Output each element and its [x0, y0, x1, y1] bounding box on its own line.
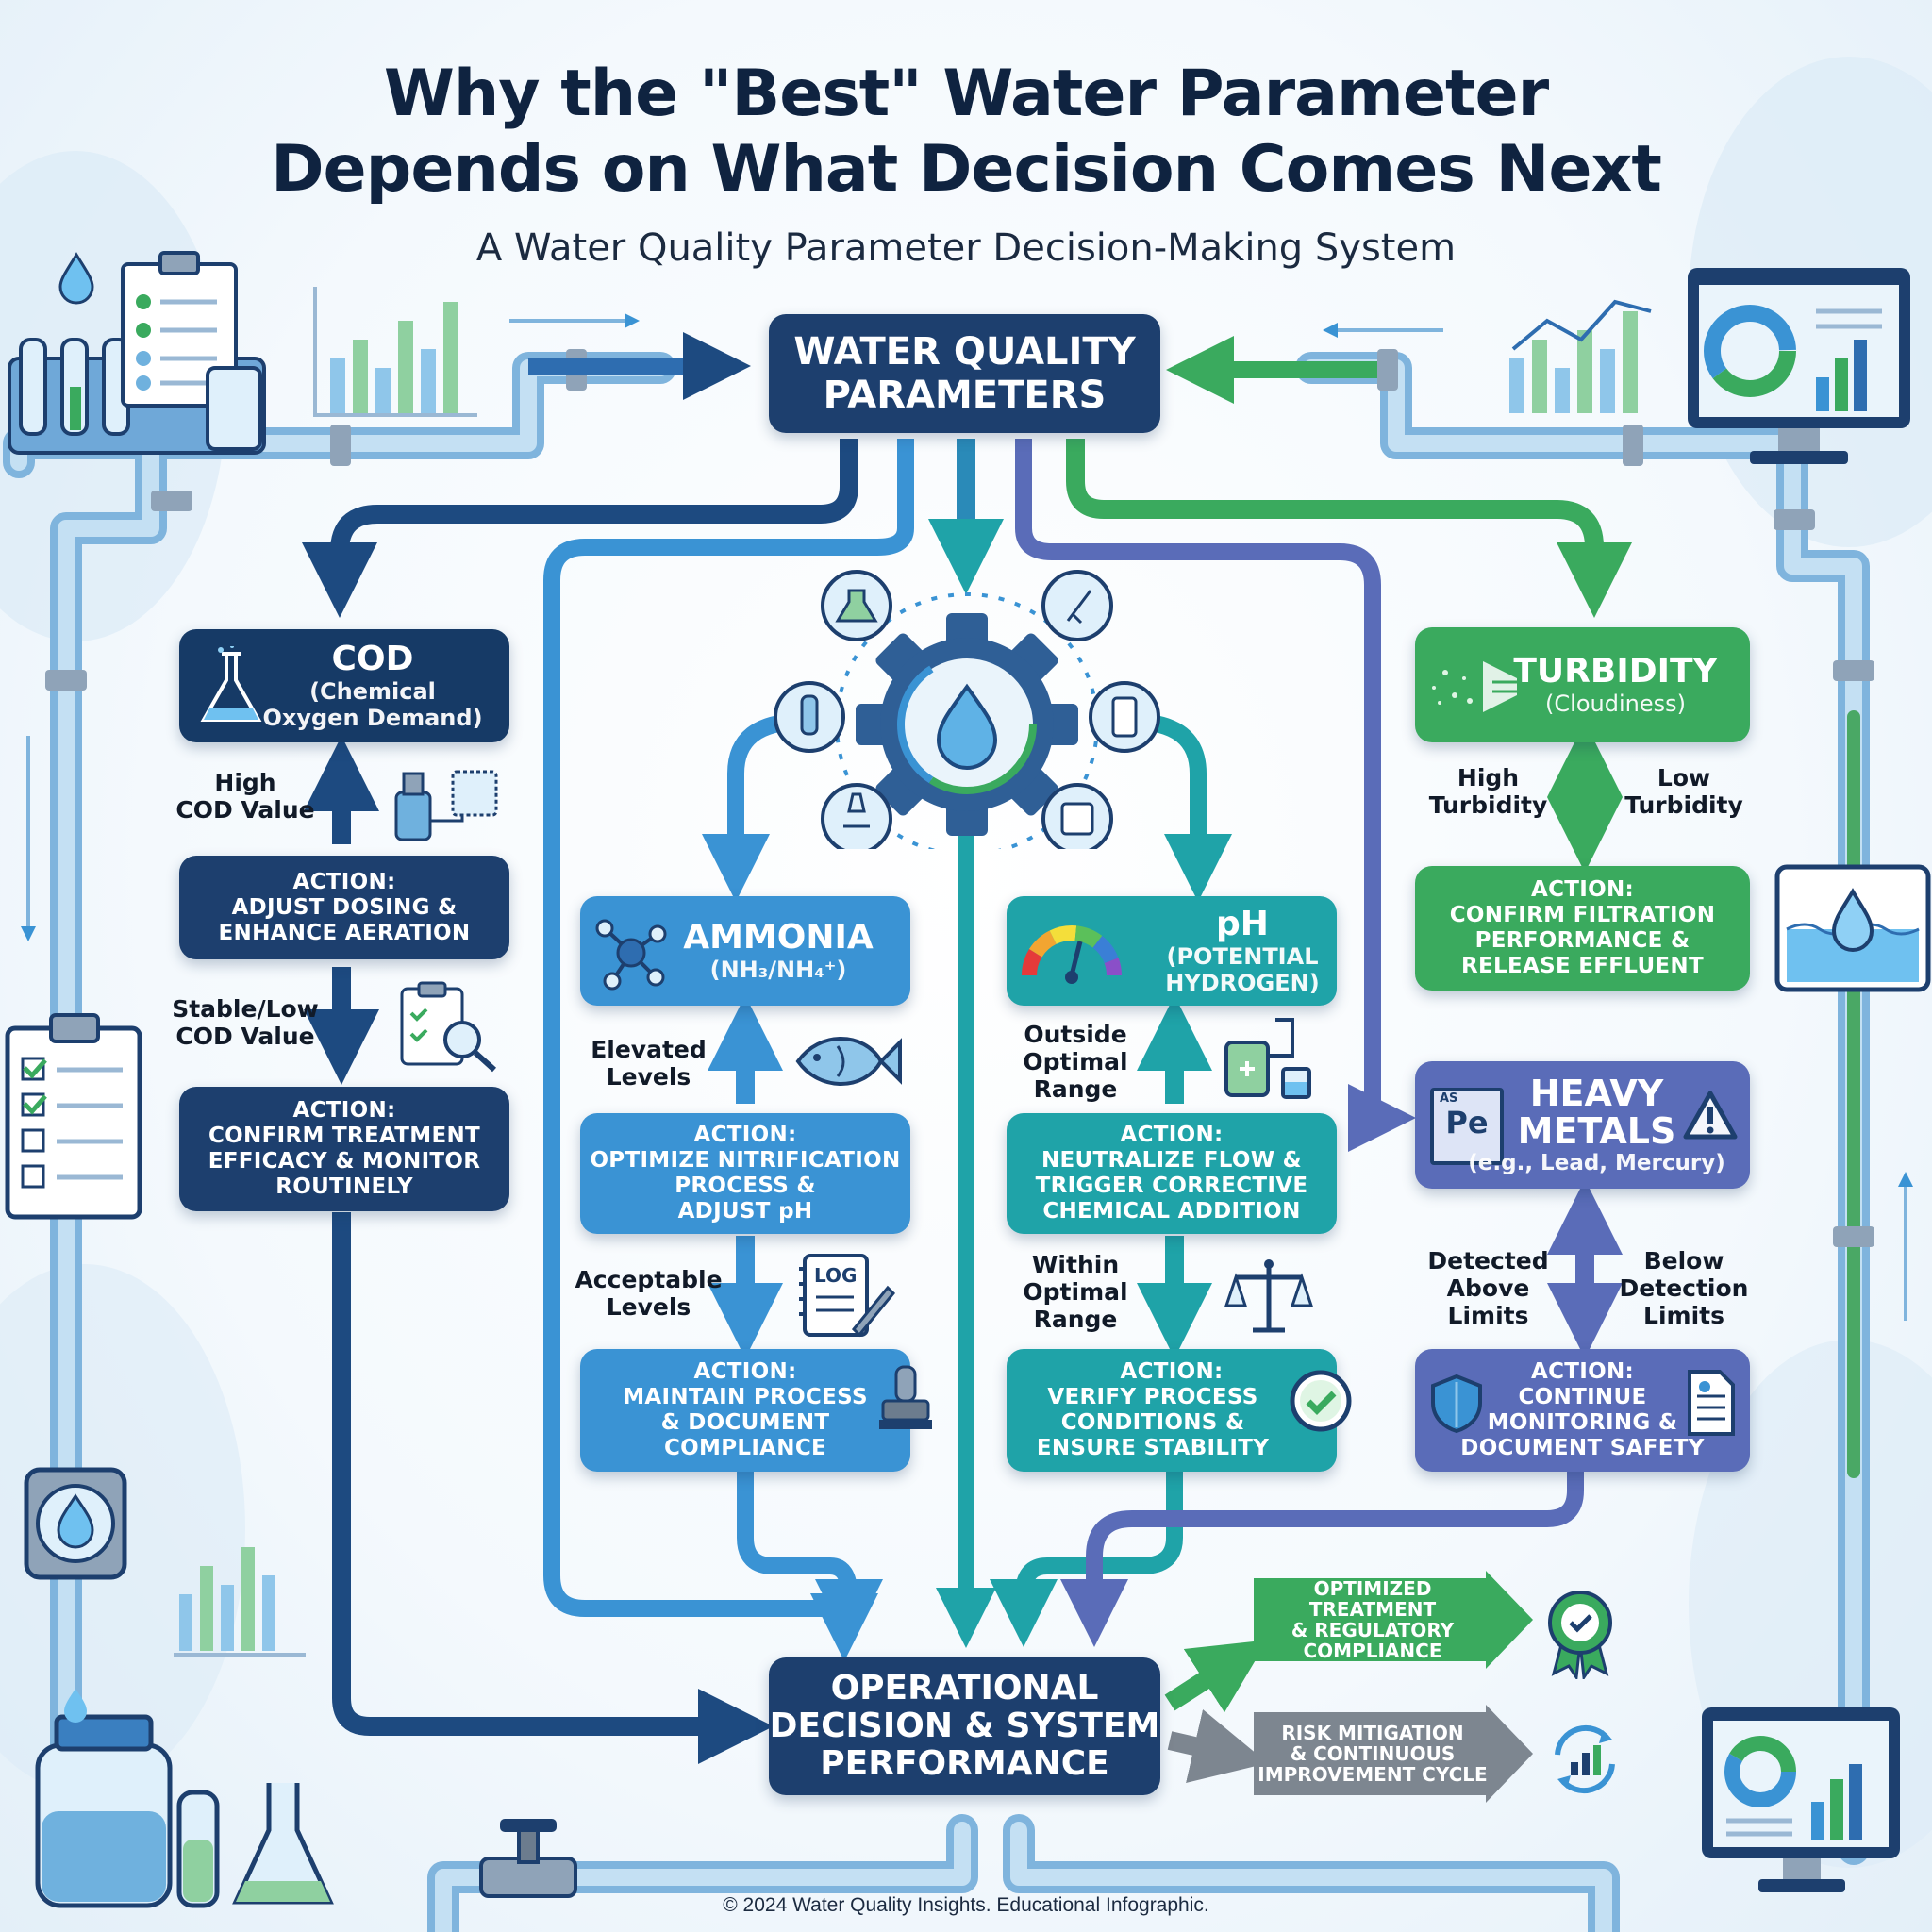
bottom-node-line-2: DECISION & SYSTEM [769, 1707, 1160, 1745]
bottom-node-line-3: PERFORMANCE [820, 1744, 1109, 1783]
ph-subtitle-2: HYDROGEN) [1165, 970, 1320, 996]
outcome-risk-mitigation: RISK MITIGATION & CONTINUOUS IMPROVEMENT… [1257, 1722, 1488, 1786]
cod-action-1-head: ACTION: [292, 869, 396, 894]
metals-action-text: CONTINUE MONITORING & DOCUMENT SAFETY [1460, 1385, 1705, 1460]
ammonia-action-maintain: ACTION: MAINTAIN PROCESS & DOCUMENT COMP… [580, 1349, 910, 1472]
checkmark-icon [1288, 1368, 1354, 1439]
fish-icon [791, 1024, 904, 1104]
clipboard-checklist-icon [5, 1013, 142, 1220]
heavy-metals-header: AS Pe HEAVY METALS (e.g., Lead, Mercury) [1415, 1061, 1750, 1189]
stamp-icon [877, 1363, 934, 1443]
warning-icon [1682, 1090, 1739, 1146]
ph-within-label: Within Optimal Range [1023, 1251, 1128, 1333]
bottom-node-line-1: OPERATIONAL [830, 1669, 1099, 1707]
ph-subtitle-1: (POTENTIAL [1166, 943, 1319, 970]
footer-copyright: © 2024 Water Quality Insights. Education… [723, 1894, 1209, 1916]
line-chart-decor-right [1509, 299, 1652, 413]
metals-below-label: Below Detection Limits [1619, 1247, 1749, 1329]
cod-high-label: High COD Value [175, 769, 315, 824]
logbook-icon: LOG [797, 1250, 896, 1344]
water-quality-parameters-node: WATER QUALITY PARAMETERS [769, 314, 1160, 433]
central-gear-hub [774, 570, 1160, 849]
lab-bench-icon [8, 251, 266, 455]
turbidity-high-label: High Turbidity [1428, 764, 1548, 819]
subtitle: A Water Quality Parameter Decision-Makin… [475, 226, 1457, 270]
ph-action-1-text: NEUTRALIZE FLOW & TRIGGER CORRECTIVE CHE… [1035, 1148, 1308, 1224]
turbidity-header: TURBIDITY (Cloudiness) [1415, 627, 1750, 742]
cod-stable-label: Stable/Low COD Value [172, 995, 319, 1050]
cod-subtitle-2: Oxygen Demand) [262, 705, 483, 731]
cod-action-1-text: ADJUST DOSING & ENHANCE AERATION [218, 894, 471, 945]
heavy-metals-title-2: METALS [1517, 1109, 1676, 1152]
cod-header: COD (Chemical Oxygen Demand) [179, 629, 509, 742]
turbidity-action-head: ACTION: [1530, 877, 1635, 902]
ammonia-action-optimize: ACTION: OPTIMIZE NITRIFICATION PROCESS &… [580, 1113, 910, 1234]
periodic-element-icon: AS Pe [1430, 1088, 1504, 1165]
bar-chart-decor-lower-left [174, 1547, 306, 1657]
turbidity-title: TURBIDITY [1513, 652, 1718, 691]
metals-detected-label: Detected Above Limits [1427, 1247, 1549, 1329]
molecule-icon [593, 915, 669, 994]
cod-action-2-head: ACTION: [292, 1098, 396, 1123]
monitor-dashboard-lower-icon [1702, 1707, 1900, 1892]
top-node-line-1: WATER QUALITY [793, 330, 1136, 374]
ammonia-subtitle: (NH₃/NH₄⁺) [709, 957, 847, 983]
heavy-metals-subtitle: (e.g., Lead, Mercury) [1468, 1150, 1725, 1175]
ammonia-action-1-head: ACTION: [693, 1123, 797, 1147]
ph-action-verify: ACTION: VERIFY PROCESS CONDITIONS & ENSU… [1007, 1349, 1337, 1472]
ph-action-1-head: ACTION: [1120, 1123, 1224, 1147]
light-beam-icon [1426, 654, 1521, 724]
document-icon [1684, 1368, 1739, 1442]
outcome-arrows [1254, 1571, 1533, 1803]
ph-outside-label: Outside Optimal Range [1023, 1021, 1128, 1103]
ph-title: pH [1216, 905, 1269, 943]
ammonia-action-1-text: OPTIMIZE NITRIFICATION PROCESS & ADJUST … [590, 1148, 901, 1224]
ph-action-2-text: VERIFY PROCESS CONDITIONS & ENSURE STABI… [1036, 1385, 1270, 1460]
award-badge-icon [1542, 1585, 1618, 1684]
ph-gauge-icon [1020, 915, 1124, 994]
shield-icon [1429, 1373, 1484, 1440]
ammonia-header: AMMONIA (NH₃/NH₄⁺) [580, 896, 910, 1006]
turbidity-subtitle: (Cloudiness) [1545, 691, 1686, 717]
element-number: AS [1440, 1091, 1458, 1106]
pipe-valve-icon [479, 1819, 577, 1898]
dosing-tank-icon [1217, 1014, 1321, 1108]
heavy-metals-title-1: HEAVY [1529, 1072, 1664, 1114]
cod-action-confirm: ACTION: CONFIRM TREATMENT EFFICACY & MON… [179, 1087, 509, 1211]
sample-containers-icon [35, 1689, 334, 1908]
improvement-cycle-icon [1542, 1717, 1627, 1807]
ammonia-action-2-head: ACTION: [693, 1359, 797, 1384]
turbidity-low-label: Low Turbidity [1624, 764, 1743, 819]
log-icon-text: LOG [814, 1264, 857, 1287]
title-line-1: Why the "Best" Water Parameter [383, 57, 1549, 131]
cod-subtitle-1: (Chemical [309, 678, 436, 705]
ph-action-neutralize: ACTION: NEUTRALIZE FLOW & TRIGGER CORREC… [1007, 1113, 1337, 1234]
ph-action-2-head: ACTION: [1120, 1359, 1224, 1384]
title-line-2: Depends on What Decision Comes Next [271, 132, 1662, 207]
dosing-pump-icon [387, 755, 505, 854]
bar-chart-decor-left [313, 287, 477, 417]
ph-header: pH (POTENTIAL HYDROGEN) [1007, 896, 1337, 1006]
flask-icon [198, 644, 264, 735]
ammonia-action-2-text: MAINTAIN PROCESS & DOCUMENT COMPLIANCE [623, 1385, 868, 1460]
element-symbol: Pe [1445, 1105, 1489, 1141]
turbidity-action-text: CONFIRM FILTRATION PERFORMANCE & RELEASE… [1449, 903, 1716, 978]
water-tank-gauge-icon [1774, 864, 1931, 992]
clipboard-magnifier-icon [396, 979, 500, 1078]
ammonia-title: AMMONIA [683, 918, 874, 957]
monitor-dashboard-icon [1688, 268, 1910, 464]
water-meter-icon [24, 1467, 127, 1580]
operational-decision-node: OPERATIONAL DECISION & SYSTEM PERFORMANC… [769, 1657, 1160, 1795]
cod-action-adjust: ACTION: ADJUST DOSING & ENHANCE AERATION [179, 856, 509, 959]
ammonia-elevated-label: Elevated Levels [591, 1036, 707, 1091]
metals-action-head: ACTION: [1530, 1359, 1635, 1384]
ammonia-acceptable-label: Acceptable Levels [575, 1266, 723, 1321]
turbidity-action: ACTION: CONFIRM FILTRATION PERFORMANCE &… [1415, 866, 1750, 991]
outcome-optimized-compliance: OPTIMIZED TREATMENT & REGULATORY COMPLIA… [1291, 1577, 1455, 1662]
top-node-line-2: PARAMETERS [823, 374, 1107, 417]
cod-title: COD [331, 640, 414, 678]
balance-scale-icon [1224, 1255, 1314, 1344]
cod-action-2-text: CONFIRM TREATMENT EFFICACY & MONITOR ROU… [208, 1124, 481, 1199]
